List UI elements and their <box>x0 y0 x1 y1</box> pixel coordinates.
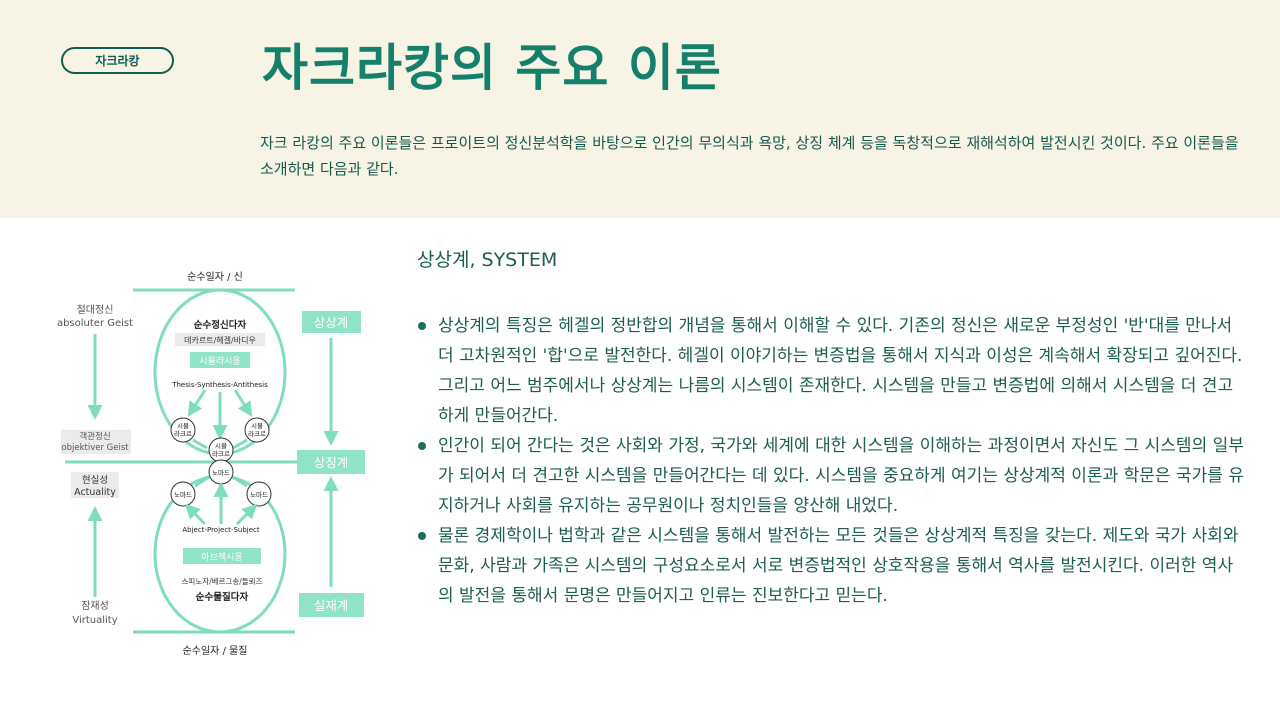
lower-arrow-right <box>235 503 258 526</box>
diagram-bottom-label: 순수일자 / 물질 <box>183 645 248 657</box>
node-lower-left <box>170 481 196 507</box>
node-lower-left-label: 노마드 <box>174 490 192 499</box>
page-title: 자크라캉의 주요 이론 <box>262 39 722 97</box>
lower-formula: Abject-Project-Subject <box>182 526 260 534</box>
header-band: 자크라캉 자크라캉의 주요 이론 자크 라캉의 주요 이론들은 프로이트의 정신… <box>0 0 1280 218</box>
upper-names-box <box>175 333 265 346</box>
bullet-item: 물론 경제학이나 법학과 같은 시스템을 통해서 발전하는 모든 것들은 상상계… <box>417 521 1247 611</box>
lower-badge: 아브젝시옹 <box>201 552 242 563</box>
bullet-item: 상상계의 특징은 헤겔의 정반합의 개념을 통해서 이해할 수 있다. 기존의 … <box>417 311 1247 431</box>
absolute-spirit-ko: 절대정신 <box>77 303 114 316</box>
bullet-item: 인간이 되어 간다는 것은 사회와 가정, 국가와 세계에 대한 시스템을 이해… <box>417 431 1247 521</box>
bullet-list: 상상계의 특징은 헤겔의 정반합의 개념을 통해서 이해할 수 있다. 기존의 … <box>417 311 1247 611</box>
lower-badge-box <box>183 548 261 564</box>
upper-badge-box <box>190 352 250 368</box>
lower-arrow-left <box>184 503 207 526</box>
upper-arrow-left <box>187 389 207 418</box>
section-title: 상상계, SYSTEM <box>417 249 558 271</box>
node-center-top-line2: 라크르 <box>212 449 230 458</box>
node-center-bottom-label: 노마드 <box>212 468 230 477</box>
node-upper-right <box>244 417 270 443</box>
upper-title: 순수정신다자 <box>194 319 247 331</box>
real-label: 실재계 <box>314 598 349 613</box>
upper-badge: 시뮬라시옹 <box>199 356 240 367</box>
node-upper-left-line1: 시뮬 <box>177 422 189 430</box>
node-upper-left <box>170 417 196 443</box>
node-lower-right <box>246 481 272 507</box>
virtuality-en: Virtuality <box>72 615 117 626</box>
upper-formula: Thesis-Synthesis-Antithesis <box>171 381 268 389</box>
absolute-spirit-de: absoluter Geist <box>57 318 133 329</box>
objective-spirit-ko: 객관정신 <box>79 431 110 442</box>
lacan-diagram: 순수일자 / 신 순수일자 / 물질 절대정신 absoluter Geist … <box>57 271 365 657</box>
symbolic-label: 상상계 <box>314 315 349 330</box>
node-center-top-line1: 시뮬 <box>215 442 227 450</box>
nomad-link-right <box>232 475 248 488</box>
upper-names: 데카르트/헤겔/바디우 <box>184 335 256 345</box>
simulacra-link-left <box>192 438 208 450</box>
actuality-ko: 현실성 <box>82 475 108 486</box>
symbolic-box <box>302 311 361 333</box>
actuality-en: Actuality <box>74 487 116 498</box>
node-upper-right-line2: 라크르 <box>248 429 266 438</box>
virtuality-ko: 잠재성 <box>81 600 109 612</box>
node-upper-right-line1: 시뮬 <box>251 422 263 430</box>
objective-spirit-de: objektiver Geist <box>61 443 129 453</box>
imaginary-box <box>297 450 365 474</box>
diagram-top-label: 순수일자 / 신 <box>187 271 243 283</box>
node-upper-left-line2: 라크르 <box>174 429 192 438</box>
upper-arrow-right <box>233 389 253 418</box>
intro-paragraph: 자크 라캉의 주요 이론들은 프로이트의 정신분석학을 바탕으로 인간의 무의식… <box>260 134 1239 178</box>
topic-tag: 자크라캉 <box>61 47 174 74</box>
node-lower-right-label: 노마드 <box>250 490 268 499</box>
objective-spirit-box <box>61 430 131 454</box>
simulacra-link-right <box>232 438 248 450</box>
lower-title: 순수물질다자 <box>196 591 249 603</box>
real-box <box>299 593 364 617</box>
nomad-link-left <box>194 475 210 488</box>
imaginary-label: 상징계 <box>314 455 349 470</box>
actuality-box <box>71 472 119 498</box>
lower-names: 스피노자/베르그송/들뢰즈 <box>182 577 263 586</box>
